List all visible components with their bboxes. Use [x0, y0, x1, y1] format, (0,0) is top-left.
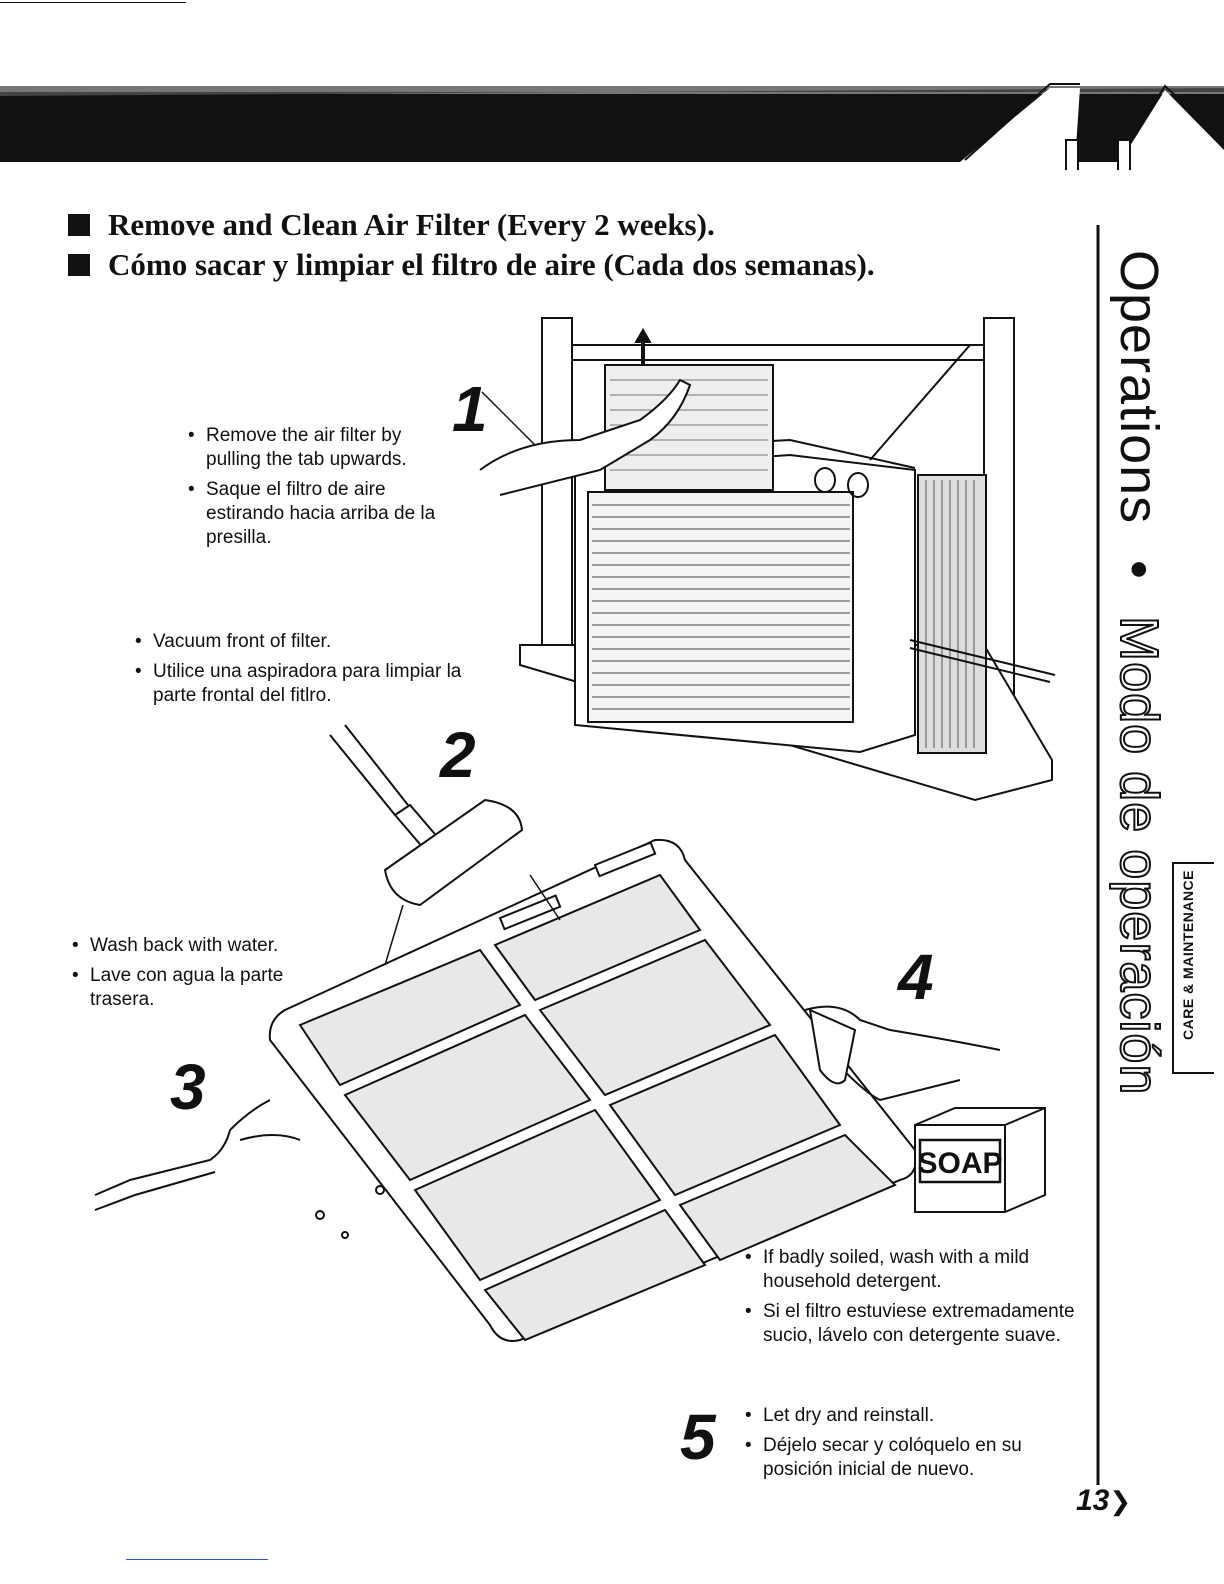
sidebar-rule: [1096, 225, 1100, 1485]
vacuum-cleaner: [329, 724, 524, 907]
water-hose: [94, 1099, 385, 1239]
section-title-es: Modo de operación: [1108, 615, 1170, 1096]
step-1-text: •Remove the air filter by pulling the ta…: [188, 425, 436, 548]
section-separator: •: [1109, 560, 1169, 581]
soap-label: SOAP: [917, 1147, 1002, 1180]
hand-pouring: [804, 1005, 1001, 1102]
step-number: 5: [680, 1401, 716, 1473]
heading-en: Remove and Clean Air Filter (Every 2 wee…: [68, 205, 875, 245]
pointer-lines: [384, 391, 561, 966]
heading-es: Cómo sacar y limpiar el filtro de aire (…: [68, 245, 875, 285]
section-tab: CARE & MAINTENANCE: [1172, 862, 1214, 1074]
footer-rule: [126, 1559, 268, 1560]
section-title: Operations • Modo de operación: [1108, 250, 1170, 1096]
step-3-text: •Wash back with water. •Lave con agua la…: [72, 935, 284, 1010]
square-bullet-icon: [68, 214, 90, 236]
header-banner: [0, 83, 1224, 170]
step-number: 4: [898, 941, 934, 1013]
soap-box: [914, 1107, 1046, 1213]
top-rule: [0, 2, 186, 3]
chevron-right-icon: ❯: [1109, 1486, 1132, 1516]
step-4-text: •If badly soiled, wash with a mild house…: [745, 1247, 1075, 1346]
step-number: 3: [170, 1051, 206, 1123]
step-number: 1: [452, 373, 488, 445]
window-air-conditioner: [479, 317, 1056, 802]
step-2-text: •Vacuum front of filter. •Utilice una as…: [135, 631, 462, 706]
section-tab-label: CARE & MAINTENANCE: [1180, 870, 1196, 1040]
square-bullet-icon: [68, 254, 90, 276]
step-5-text: •Let dry and reinstall. •Déjelo secar y …: [745, 1405, 1022, 1480]
section-title-en: Operations: [1109, 250, 1169, 525]
page-number: 13❯: [1076, 1484, 1132, 1517]
page-headings: Remove and Clean Air Filter (Every 2 wee…: [68, 205, 875, 285]
air-filter: [268, 838, 917, 1342]
step-number: 2: [440, 719, 476, 791]
